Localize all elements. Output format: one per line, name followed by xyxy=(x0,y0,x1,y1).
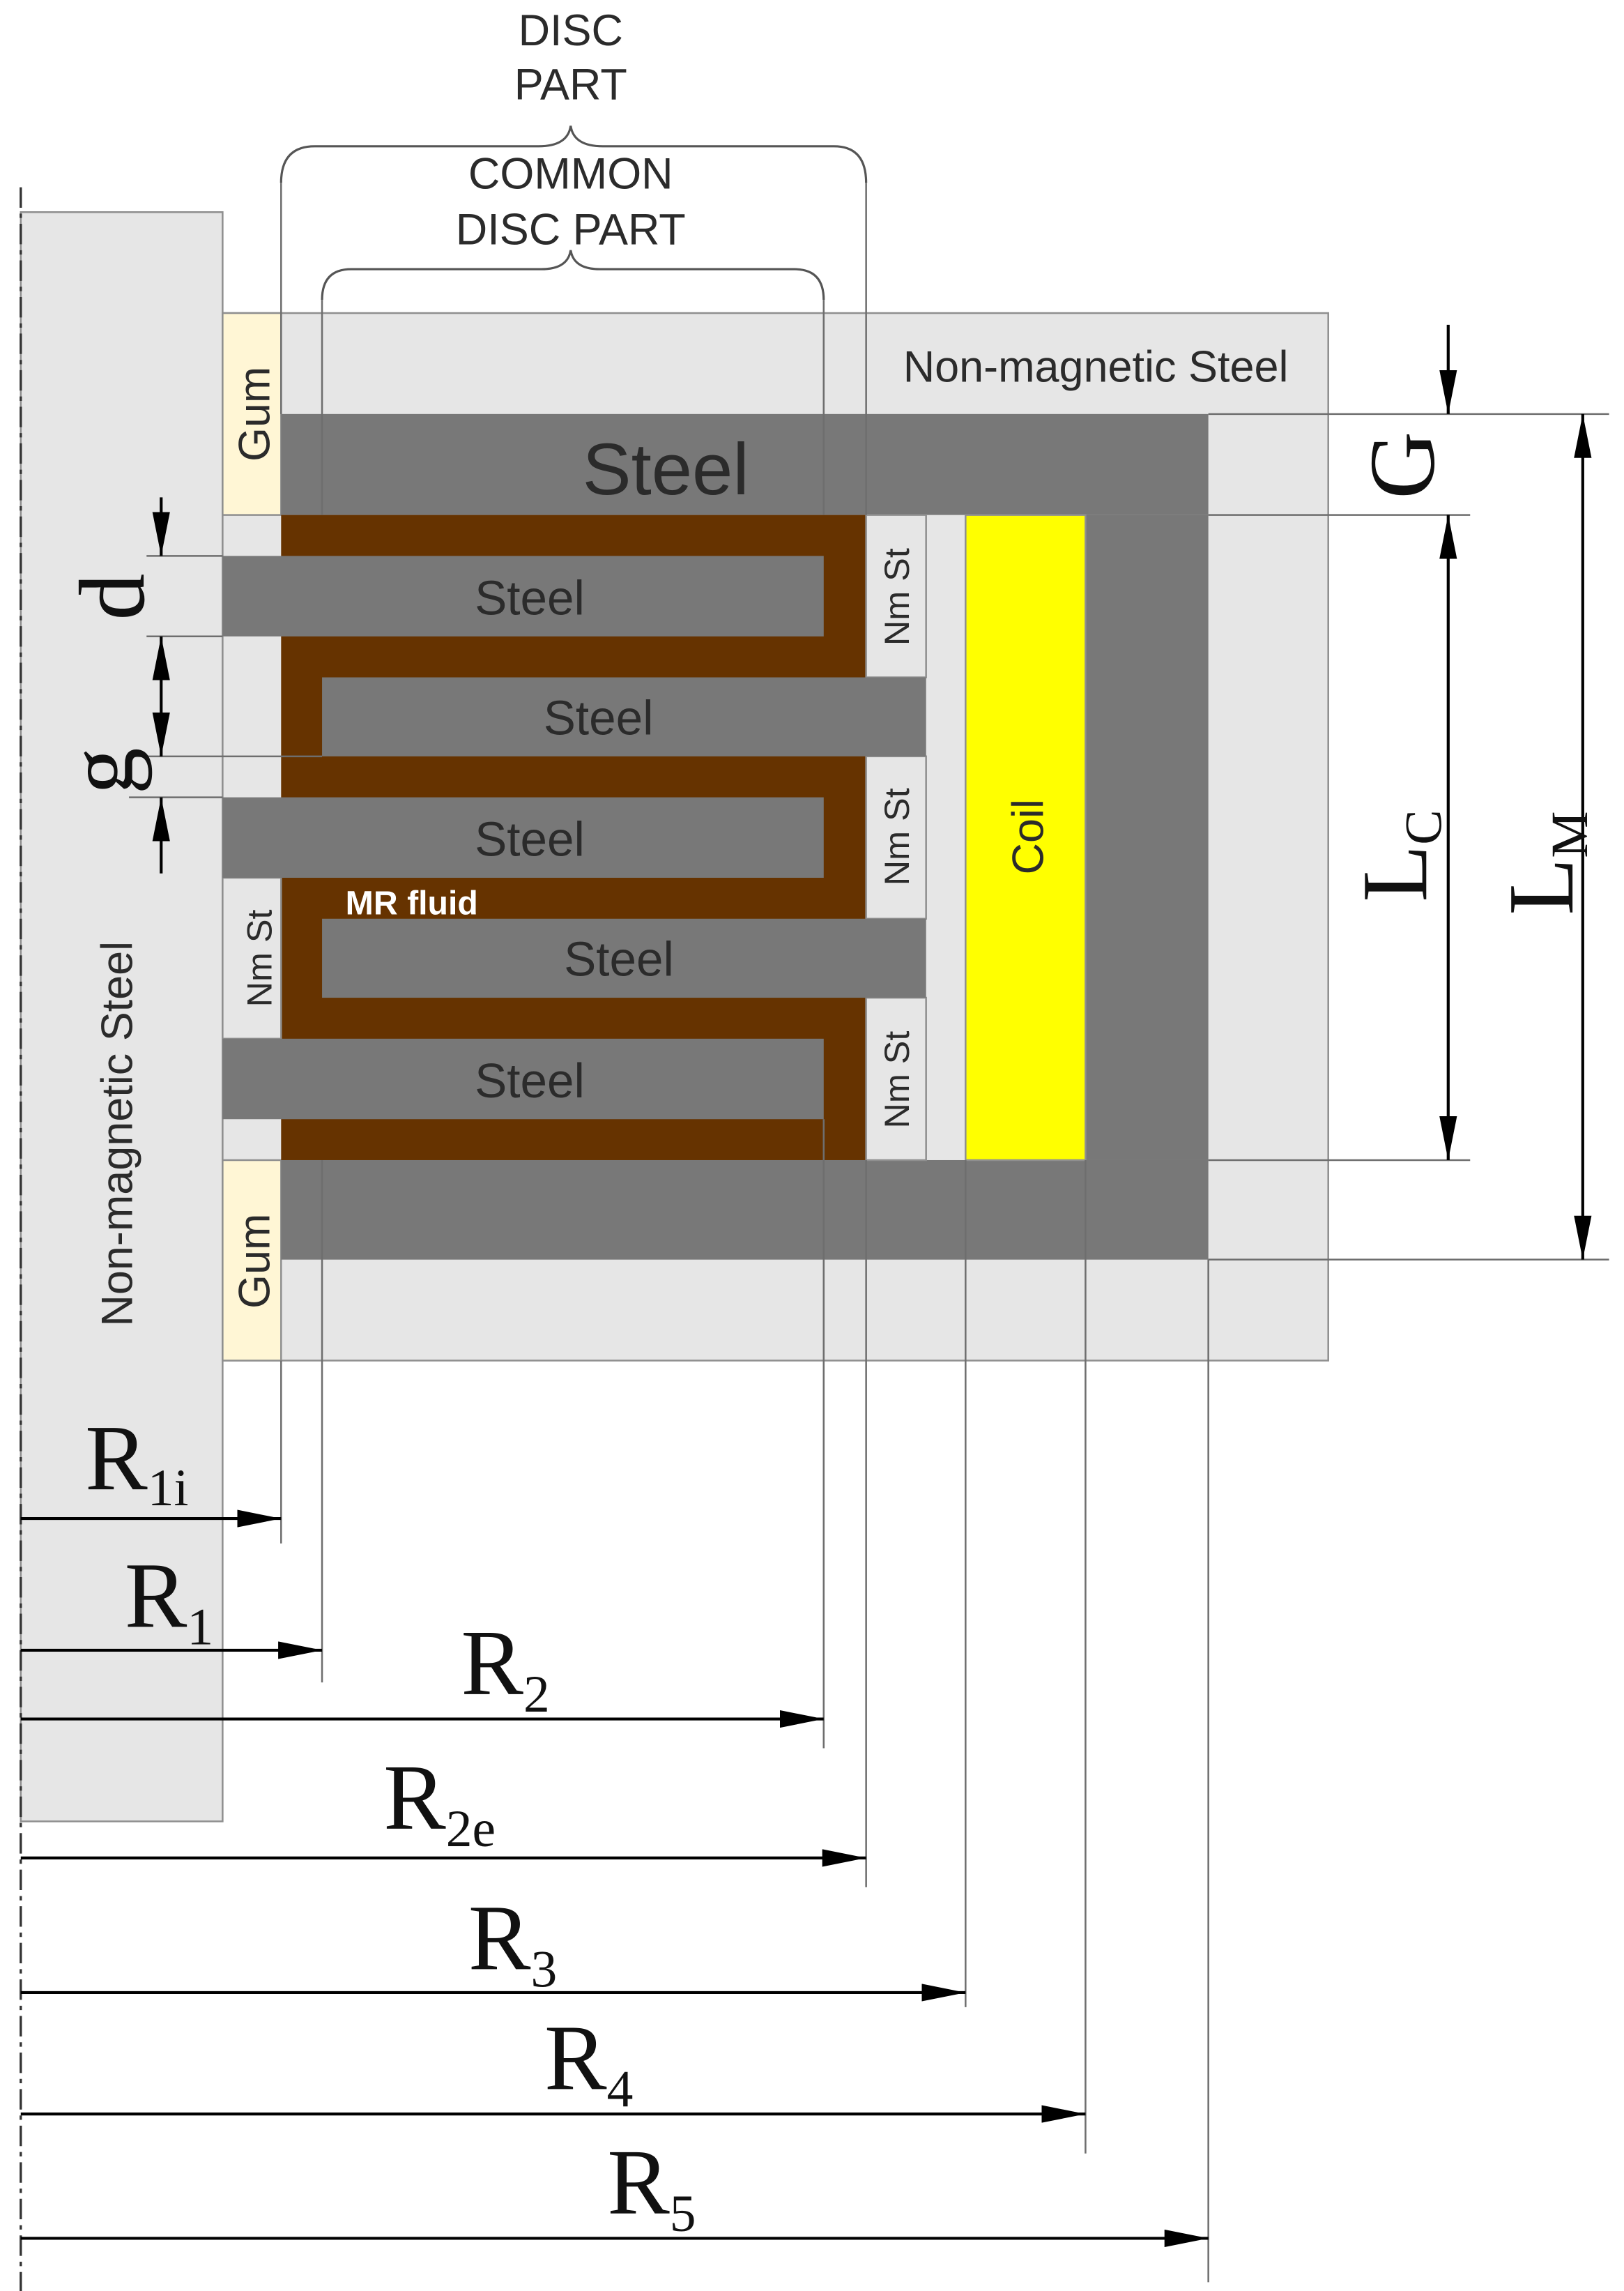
label-dim-G: G xyxy=(1351,432,1455,499)
label-housing: Non-magnetic Steel xyxy=(903,343,1289,392)
label-common-disc-part-line2: DISC PART xyxy=(456,205,686,254)
label-r1: R1 xyxy=(125,1544,213,1656)
label-outer-disc-2: Steel xyxy=(564,932,674,987)
label-coil: Coil xyxy=(1004,799,1053,874)
label-steel-top: Steel xyxy=(583,429,749,510)
label-nm-st-right-2: Nm St xyxy=(877,788,917,885)
outer-disc-2 xyxy=(322,918,926,998)
label-dim-g: g xyxy=(49,747,153,794)
label-r2e: R2e xyxy=(383,1746,496,1858)
label-r5-sub: 5 xyxy=(670,2185,696,2243)
label-r2-sub: 2 xyxy=(523,1666,550,1723)
label-r5-symbol: R xyxy=(607,2131,670,2235)
gum-seal-bottom xyxy=(222,1159,282,1362)
label-r4: R4 xyxy=(544,2006,633,2118)
label-r1i: R1i xyxy=(85,1406,188,1517)
label-gum-top: Gum xyxy=(231,367,279,462)
label-r2e-sub: 2e xyxy=(446,1800,496,1858)
label-gum-bottom: Gum xyxy=(231,1214,279,1309)
inner-disc-1 xyxy=(222,556,824,637)
nm-st-spacer-right-1 xyxy=(865,514,927,678)
label-inner-disc-3: Steel xyxy=(475,1053,585,1108)
label-r3: R3 xyxy=(468,1886,557,1998)
label-dim-LC: LC xyxy=(1343,809,1453,901)
brace-disc-part xyxy=(279,125,868,183)
coil xyxy=(965,514,1087,1162)
label-outer-disc-1: Steel xyxy=(544,690,654,745)
brace-common-disc-part xyxy=(321,250,825,300)
inner-disc-2 xyxy=(222,797,824,878)
label-nm-st-right-3: Nm St xyxy=(877,1031,917,1129)
nm-st-spacer-left xyxy=(222,876,282,1040)
label-mr-fluid-group: MR fluid xyxy=(346,884,478,922)
label-dim-LC-symbol: L xyxy=(1343,845,1447,902)
label-r3-symbol: R xyxy=(468,1886,531,1990)
label-dim-d: d xyxy=(61,574,164,621)
label-r5: R5 xyxy=(607,2131,696,2243)
label-shaft: Non-magnetic Steel xyxy=(93,941,141,1327)
label-nm-st-right-1: Nm St xyxy=(877,548,917,646)
label-r4-sub: 4 xyxy=(607,2061,634,2119)
label-inner-disc-1: Steel xyxy=(475,570,585,625)
steel-bottom-plate xyxy=(281,1159,1209,1260)
shaft-non-magnetic-steel xyxy=(20,211,224,1822)
label-inner-disc-2: Steel xyxy=(475,812,585,867)
label-disc-part-line2: PART xyxy=(514,61,627,109)
label-r3-sub: 3 xyxy=(530,1941,557,1999)
label-r1i-symbol: R xyxy=(85,1406,148,1510)
label-dim-LM-symbol: L xyxy=(1489,858,1593,915)
label-dim-LC-sub: C xyxy=(1395,809,1453,844)
label-disc-part-line1: DISC xyxy=(519,6,623,55)
nm-st-spacer-right-2 xyxy=(865,755,927,920)
nm-st-spacer-right-3 xyxy=(865,996,927,1162)
steel-top-plate xyxy=(281,413,1209,515)
label-r1-symbol: R xyxy=(125,1544,187,1647)
label-r1-sub: 1 xyxy=(187,1599,213,1657)
label-r2: R2 xyxy=(461,1611,549,1723)
label-dim-LM: LM xyxy=(1489,811,1599,915)
label-r1i-sub: 1i xyxy=(148,1459,189,1517)
gum-seal-top xyxy=(222,312,282,516)
label-r4-symbol: R xyxy=(544,2006,607,2110)
outer-disc-1 xyxy=(322,677,926,756)
label-common-disc-part-line1: COMMON xyxy=(468,150,673,199)
inner-disc-3 xyxy=(222,1038,824,1120)
label-mr-fluid: MR fluid xyxy=(346,884,478,922)
label-nm-st-left: Nm St xyxy=(239,909,279,1007)
steel-outer-yoke xyxy=(1085,515,1209,1160)
label-r2e-symbol: R xyxy=(383,1746,446,1850)
label-dim-LM-sub: M xyxy=(1541,811,1599,858)
label-r2-symbol: R xyxy=(461,1611,523,1715)
